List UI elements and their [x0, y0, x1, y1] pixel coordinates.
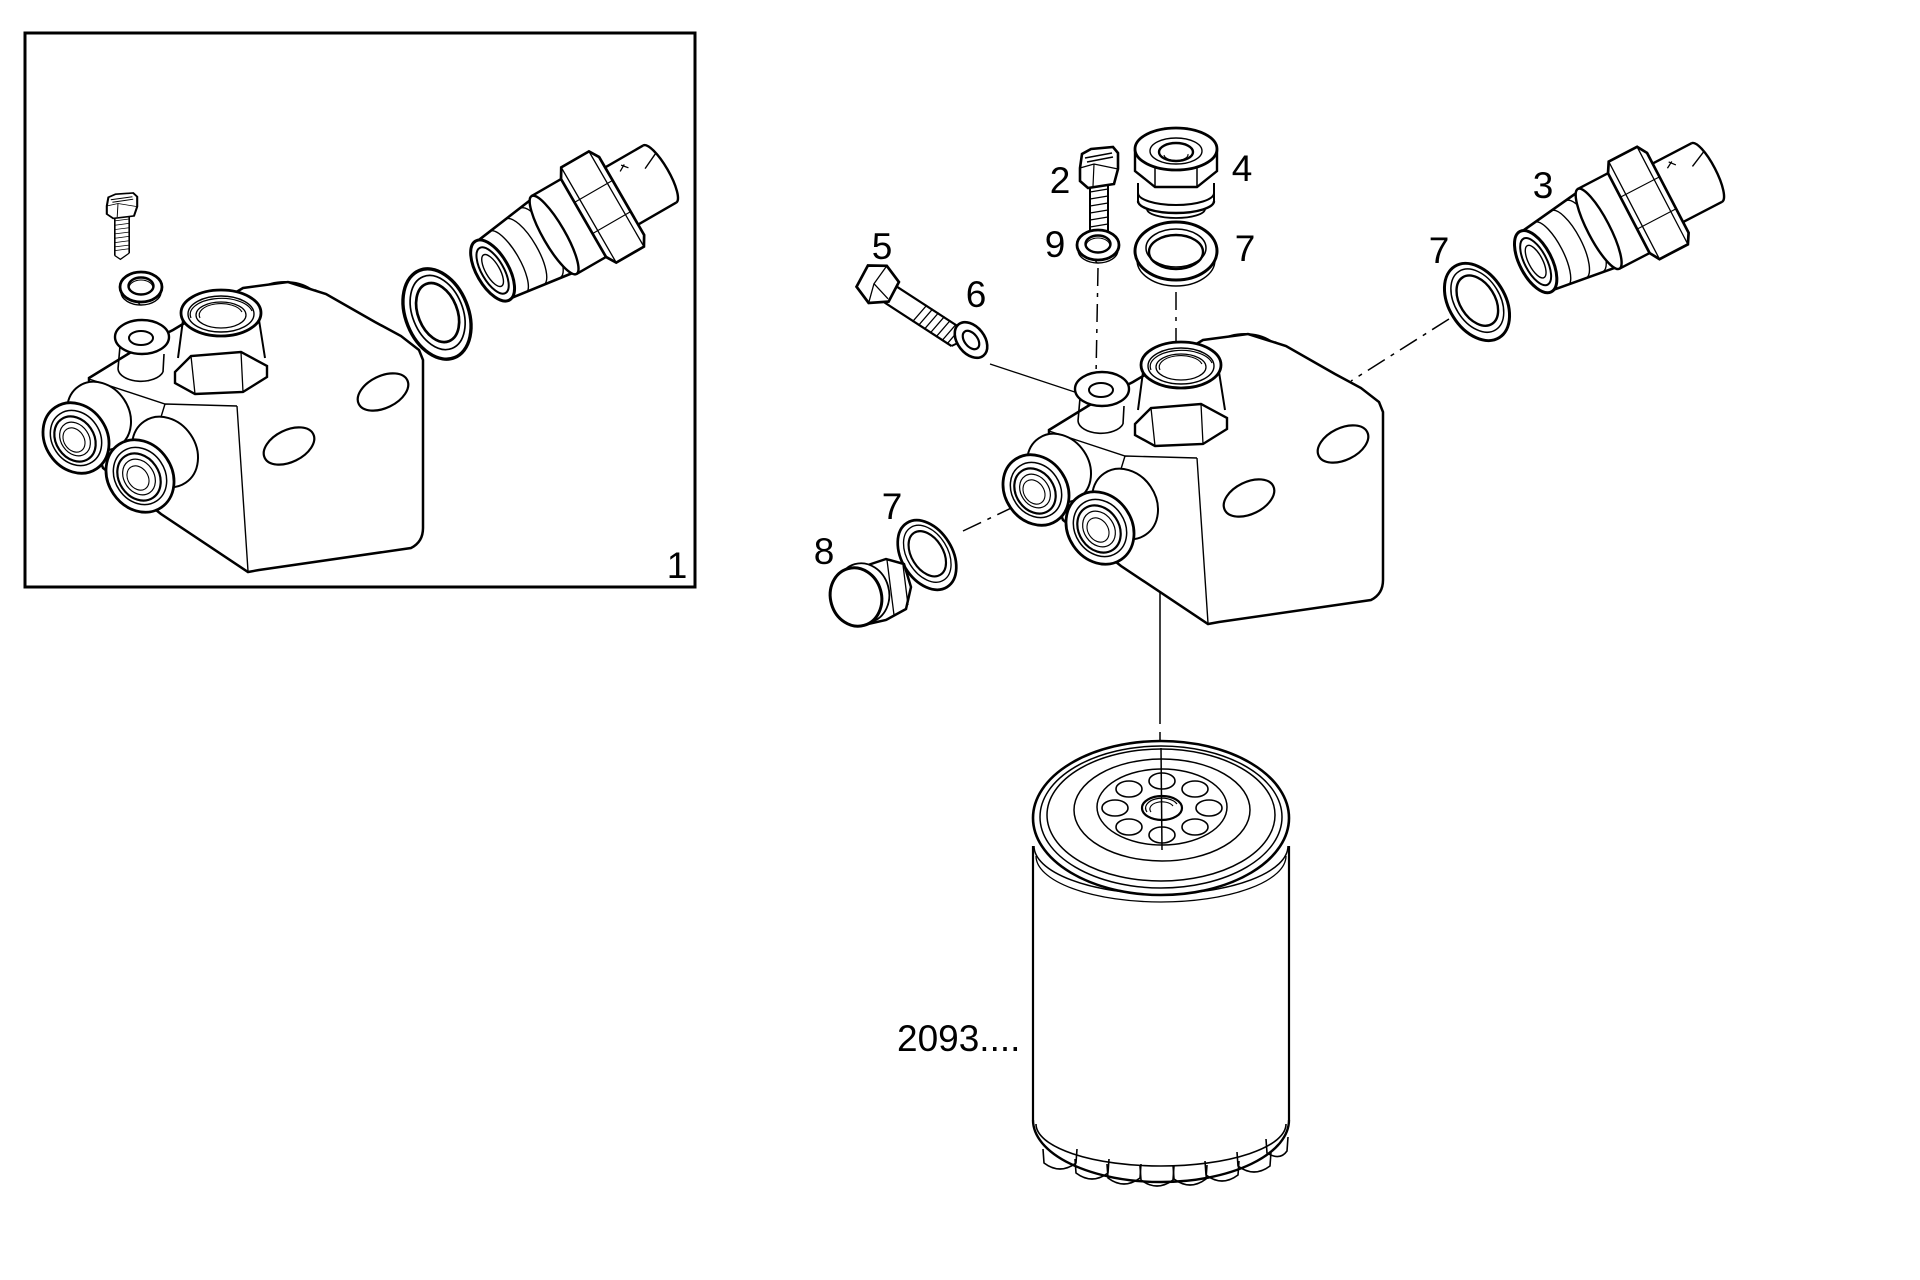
sealing-washer-drawing — [1075, 228, 1121, 265]
vent-plug-drawing — [1133, 126, 1219, 220]
callout-label-7-top: 7 — [1235, 228, 1256, 269]
hose-connector-drawing — [1494, 118, 1742, 320]
seal-ring-top-drawing — [1133, 220, 1219, 288]
main-exploded-view — [821, 118, 1742, 1187]
callout-label-2: 2 — [1050, 160, 1071, 201]
hex-plug-drawing — [821, 555, 913, 634]
callout-label-6: 6 — [966, 274, 987, 315]
callout-label-7-left: 7 — [882, 486, 903, 527]
callout-label-3: 3 — [1533, 165, 1554, 206]
callout-label-9: 9 — [1045, 224, 1066, 265]
callout-label-8: 8 — [814, 531, 835, 572]
filter-head-drawing — [28, 280, 425, 574]
callout-label-5: 5 — [872, 226, 893, 267]
callout-label-1: 1 — [667, 545, 688, 586]
sealing-washer-drawing — [118, 270, 164, 307]
callout-label-7-right: 7 — [1429, 230, 1450, 271]
inset-panel-border — [23, 31, 697, 589]
hose-connector-drawing — [449, 120, 697, 328]
inset-assembly — [28, 120, 697, 574]
hex-bolt-drawing — [849, 255, 973, 357]
filter-code-label: 2093.... — [897, 1018, 1020, 1059]
filter-head-drawing — [988, 332, 1385, 626]
fuel-filter-cartridge — [1031, 739, 1291, 1187]
bleed-screw-drawing — [105, 191, 139, 261]
callout-label-4: 4 — [1232, 148, 1253, 189]
